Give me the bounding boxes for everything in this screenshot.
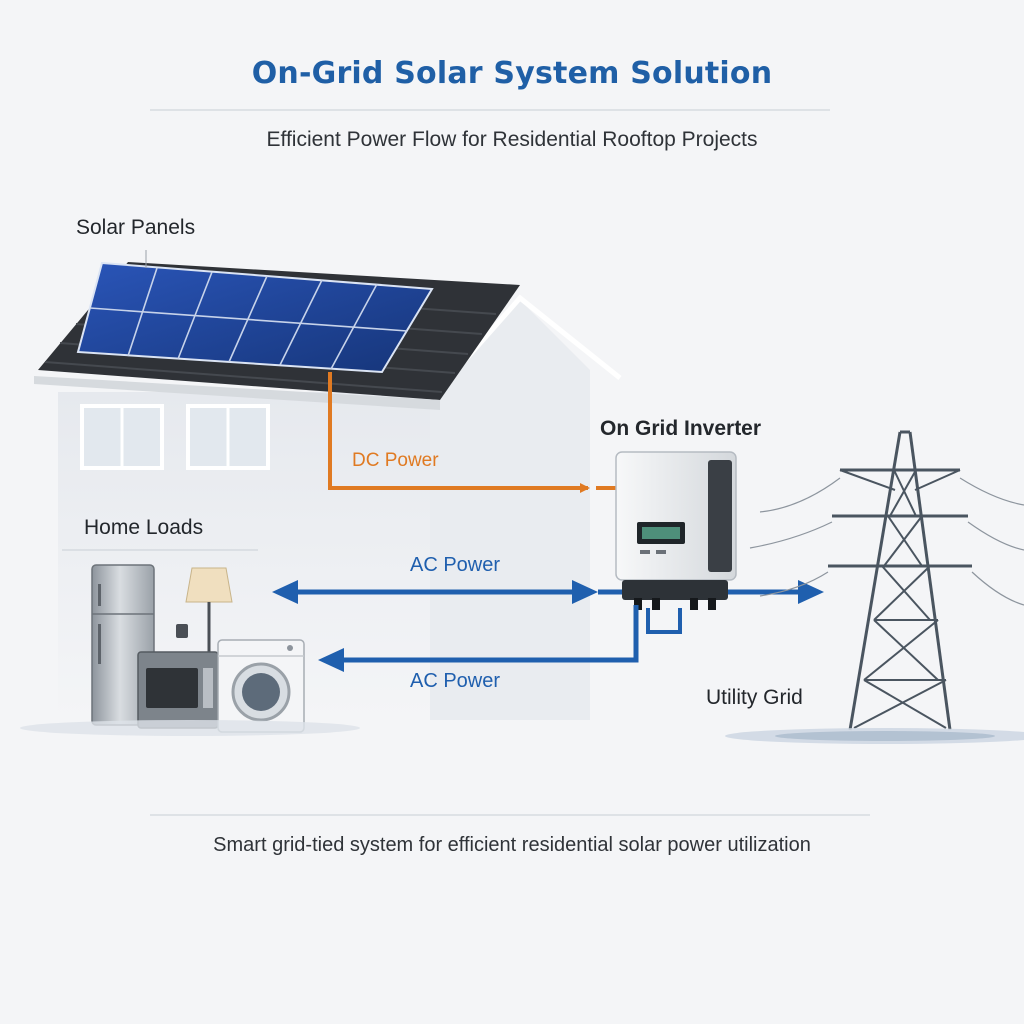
- power-cables: [749, 477, 1024, 606]
- home-appliances: [91, 564, 305, 733]
- dc-power-label: DC Power: [352, 450, 439, 471]
- inverter-label: On Grid Inverter: [600, 417, 762, 440]
- ac-power-label-bottom: AC Power: [410, 670, 501, 692]
- page-title: On-Grid Solar System Solution: [251, 56, 773, 91]
- transmission-tower: [828, 430, 972, 731]
- home-loads-label: Home Loads: [84, 516, 204, 539]
- footer-caption: Smart grid-tied system for efficient res…: [213, 834, 811, 856]
- ac-power-line-bottom: [318, 605, 639, 672]
- page-subtitle: Efficient Power Flow for Residential Roo…: [266, 128, 758, 151]
- on-grid-inverter: [615, 451, 737, 634]
- ac-power-label-top: AC Power: [410, 554, 501, 576]
- solar-panel-array: [76, 261, 434, 374]
- dc-power-line: [328, 372, 590, 493]
- ac-power-line-top: [272, 580, 622, 604]
- solar-panels-label: Solar Panels: [76, 216, 196, 239]
- ac-power-line-grid: [728, 580, 824, 604]
- utility-grid-label: Utility Grid: [706, 686, 803, 709]
